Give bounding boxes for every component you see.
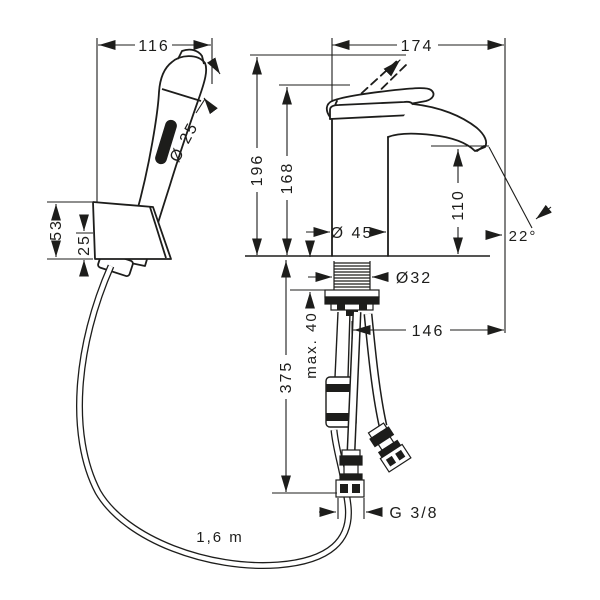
shower-hose bbox=[76, 264, 352, 570]
dim-dia32-label: Ø32 bbox=[396, 270, 432, 287]
raised-handle-arrow bbox=[383, 59, 401, 77]
hand-shower-button bbox=[155, 119, 177, 165]
dim-146-label: 146 bbox=[412, 323, 445, 340]
dimension-lines bbox=[47, 38, 552, 519]
dim-196-label: 196 bbox=[249, 154, 266, 187]
dimension-labels: 116 174 196 168 110 375 max. 40 146 Ø 45… bbox=[48, 38, 538, 546]
dim-g38-label: G 3/8 bbox=[389, 505, 438, 522]
bracket-outline bbox=[92, 201, 172, 260]
shower-hose-core bbox=[77, 265, 351, 568]
dim-53-label: 53 bbox=[48, 219, 65, 241]
supply-hose-angled bbox=[363, 313, 412, 473]
hand-shower-cap-seam bbox=[161, 88, 202, 102]
mixer bbox=[325, 59, 488, 257]
dim-max40-label: max. 40 bbox=[303, 311, 320, 378]
dim-dia45-label: Ø 45 bbox=[331, 225, 374, 242]
dim-116-label: 116 bbox=[138, 38, 170, 55]
bracket-inner-edge bbox=[149, 206, 167, 259]
supply-hose-straight bbox=[335, 311, 365, 498]
dim-174-label: 174 bbox=[401, 38, 434, 55]
spray-angle-line bbox=[488, 146, 533, 229]
hand-shower-cap-top bbox=[177, 48, 205, 65]
dim-25-label: 25 bbox=[76, 234, 93, 256]
mixer-aerator bbox=[476, 145, 485, 152]
hose-length-label: 1,6 m bbox=[196, 529, 244, 546]
shower-holder-bracket bbox=[92, 201, 172, 260]
mounting-nut bbox=[324, 289, 380, 316]
dim-168-label: 168 bbox=[279, 162, 296, 195]
mixer-spout bbox=[387, 103, 488, 152]
shower-hose-outline bbox=[76, 264, 352, 570]
mixer-escutcheon-base bbox=[329, 114, 413, 120]
mounting-shank bbox=[333, 261, 371, 290]
dim-375-label: 375 bbox=[278, 361, 295, 394]
dim-angle-label: 22° bbox=[509, 228, 538, 245]
dim-110-label: 110 bbox=[450, 189, 467, 221]
